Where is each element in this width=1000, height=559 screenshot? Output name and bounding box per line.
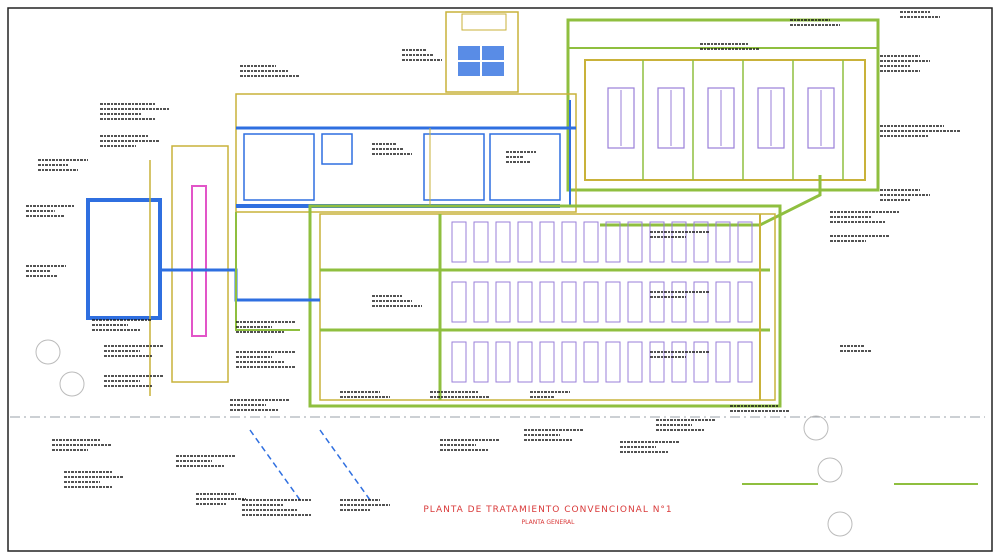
tank-4 xyxy=(482,62,504,76)
settler-module xyxy=(649,341,665,383)
settler-module xyxy=(627,341,643,383)
annotation-notes xyxy=(26,11,960,516)
settler-module xyxy=(605,221,621,263)
settler-module xyxy=(671,281,687,323)
basins-outline xyxy=(308,204,782,408)
room-4 xyxy=(489,133,561,201)
settler-module xyxy=(627,281,643,323)
drawing-frame xyxy=(7,7,993,552)
settler-module xyxy=(693,341,709,383)
settler-module xyxy=(539,221,555,263)
chemical-building-outline xyxy=(235,93,577,213)
north-arrow-icon xyxy=(803,415,829,441)
intake-pipe xyxy=(160,268,320,302)
north-arrow-icon xyxy=(817,457,843,483)
intake-basin xyxy=(86,198,162,320)
drawing-subtitle: PLANTA GENERAL xyxy=(522,519,576,526)
basin-cells xyxy=(451,221,753,383)
settler-module xyxy=(517,341,533,383)
filter-channel xyxy=(600,175,822,227)
sedimentation-basins xyxy=(308,204,782,408)
settler-module xyxy=(737,281,753,323)
filter-cell xyxy=(807,87,835,149)
settler-module xyxy=(649,281,665,323)
settler-module xyxy=(671,221,687,263)
settler-module xyxy=(715,341,731,383)
north-arrow-icon xyxy=(35,339,61,365)
settler-module xyxy=(583,221,599,263)
settler-module xyxy=(693,281,709,323)
filter-cell xyxy=(707,87,735,149)
settler-module xyxy=(671,341,687,383)
mixing-chamber xyxy=(171,145,229,383)
access-roads xyxy=(249,429,371,501)
room-2 xyxy=(321,133,353,165)
settler-module xyxy=(737,341,753,383)
settler-module xyxy=(473,221,489,263)
settler-module xyxy=(605,341,621,383)
settler-module xyxy=(737,221,753,263)
settler-module xyxy=(539,281,555,323)
road-2 xyxy=(319,429,371,501)
settler-module xyxy=(649,221,665,263)
settler-module xyxy=(495,281,511,323)
supply-line xyxy=(235,212,300,331)
room-1 xyxy=(243,133,315,201)
tank-1 xyxy=(458,46,480,60)
tank-3 xyxy=(482,46,504,60)
settler-module xyxy=(451,281,467,323)
filter-block-outline xyxy=(566,18,880,192)
north-arrow-icon xyxy=(59,371,85,397)
room-3 xyxy=(423,133,485,201)
settler-module xyxy=(693,221,709,263)
settler-module xyxy=(715,221,731,263)
drawing-title: PLANTA DE TRATAMIENTO CONVENCIONAL N°1 xyxy=(423,505,672,515)
settler-module xyxy=(473,281,489,323)
settler-module xyxy=(517,221,533,263)
chemical-building xyxy=(235,93,577,213)
control-building xyxy=(445,11,519,93)
settler-module xyxy=(561,221,577,263)
north-arrow-icon xyxy=(827,511,853,537)
filter-cell xyxy=(607,87,635,149)
basins-inner xyxy=(319,213,776,401)
settler-module xyxy=(539,341,555,383)
road-1 xyxy=(249,429,301,501)
settler-module xyxy=(495,221,511,263)
settler-module xyxy=(605,281,621,323)
filter-block-inner xyxy=(584,59,866,181)
settler-module xyxy=(715,281,731,323)
tank-2 xyxy=(458,62,480,76)
settler-module xyxy=(627,221,643,263)
filter-cell xyxy=(657,87,685,149)
control-building-outline xyxy=(445,11,519,93)
stair-block xyxy=(461,13,507,31)
settler-module xyxy=(451,221,467,263)
filter-block xyxy=(566,18,880,227)
filter-cell xyxy=(757,87,785,149)
settler-module xyxy=(517,281,533,323)
mixing-channel xyxy=(191,185,207,337)
intake-structure xyxy=(86,145,320,396)
settler-module xyxy=(561,281,577,323)
settler-module xyxy=(583,341,599,383)
settler-module xyxy=(451,341,467,383)
settler-module xyxy=(473,341,489,383)
settler-module xyxy=(583,281,599,323)
settler-module xyxy=(495,341,511,383)
settler-module xyxy=(561,341,577,383)
north-symbols xyxy=(35,339,853,537)
filter-cells xyxy=(607,60,844,180)
